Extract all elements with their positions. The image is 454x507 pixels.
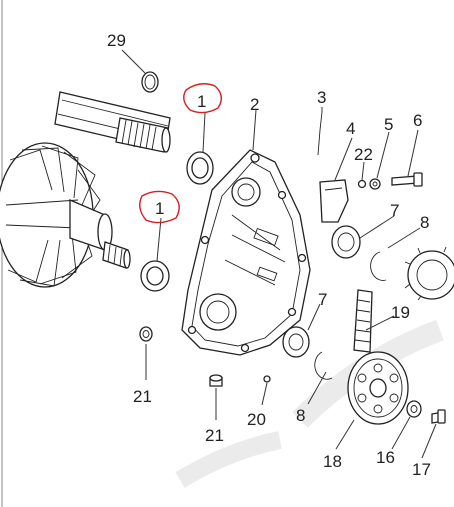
- washer-16: [406, 400, 422, 418]
- callout-3: 3: [317, 88, 326, 107]
- callout-8-upper: 8: [420, 213, 429, 232]
- bearing-7-upper: [331, 225, 361, 259]
- bolt-6: [391, 172, 423, 187]
- clutch-rotor: [0, 142, 131, 288]
- callout-17: 17: [412, 460, 431, 479]
- snap-ring-8-upper: [370, 251, 387, 281]
- sprocket-18: [347, 351, 409, 425]
- vent-20: [263, 375, 271, 383]
- tensioner-4: [319, 179, 349, 223]
- pin-3: [317, 111, 323, 156]
- callout-labels: 29 1 2 3 4 22 5 6 1 7 8 7 19 21 21 20 8 …: [107, 31, 431, 479]
- callout-18: 18: [323, 452, 342, 471]
- callout-22: 22: [354, 145, 373, 164]
- washer-21-upper: [139, 326, 153, 342]
- washer-5: [369, 178, 381, 190]
- callout-16: 16: [376, 448, 395, 467]
- callout-4: 4: [346, 119, 355, 138]
- bearing-7-lower: [282, 326, 310, 358]
- drive-gear: [404, 246, 454, 301]
- callout-29: 29: [107, 31, 126, 50]
- highlight-circle-lower: [139, 190, 180, 224]
- callout-19: 19: [391, 303, 410, 322]
- chain-19: [353, 289, 373, 353]
- bolt-17: [431, 409, 446, 424]
- callout-21-upper: 21: [133, 387, 152, 406]
- callout-5: 5: [384, 115, 393, 134]
- highlight-marks: [139, 83, 223, 224]
- highlight-circle-upper: [183, 83, 223, 114]
- seal-1-lower: [140, 260, 170, 292]
- callout-1-lower: 1: [155, 199, 164, 218]
- seal-1-upper: [186, 151, 214, 185]
- callout-2: 2: [250, 95, 259, 114]
- callout-6: 6: [413, 111, 422, 130]
- callout-7-lower: 7: [318, 290, 327, 309]
- snap-ring-8-lower: [314, 351, 333, 380]
- drain-plug-21: [209, 374, 223, 387]
- callout-1-upper: 1: [197, 92, 206, 111]
- callout-8-lower: 8: [296, 406, 305, 425]
- drive-shaft: [54, 91, 171, 153]
- leader-lines: [121, 49, 437, 459]
- callout-20: 20: [247, 410, 266, 429]
- callout-7-upper: 7: [390, 201, 399, 220]
- callout-21-lower: 21: [205, 426, 224, 445]
- washer-22: [357, 179, 367, 189]
- gearcase-cover: [181, 149, 311, 356]
